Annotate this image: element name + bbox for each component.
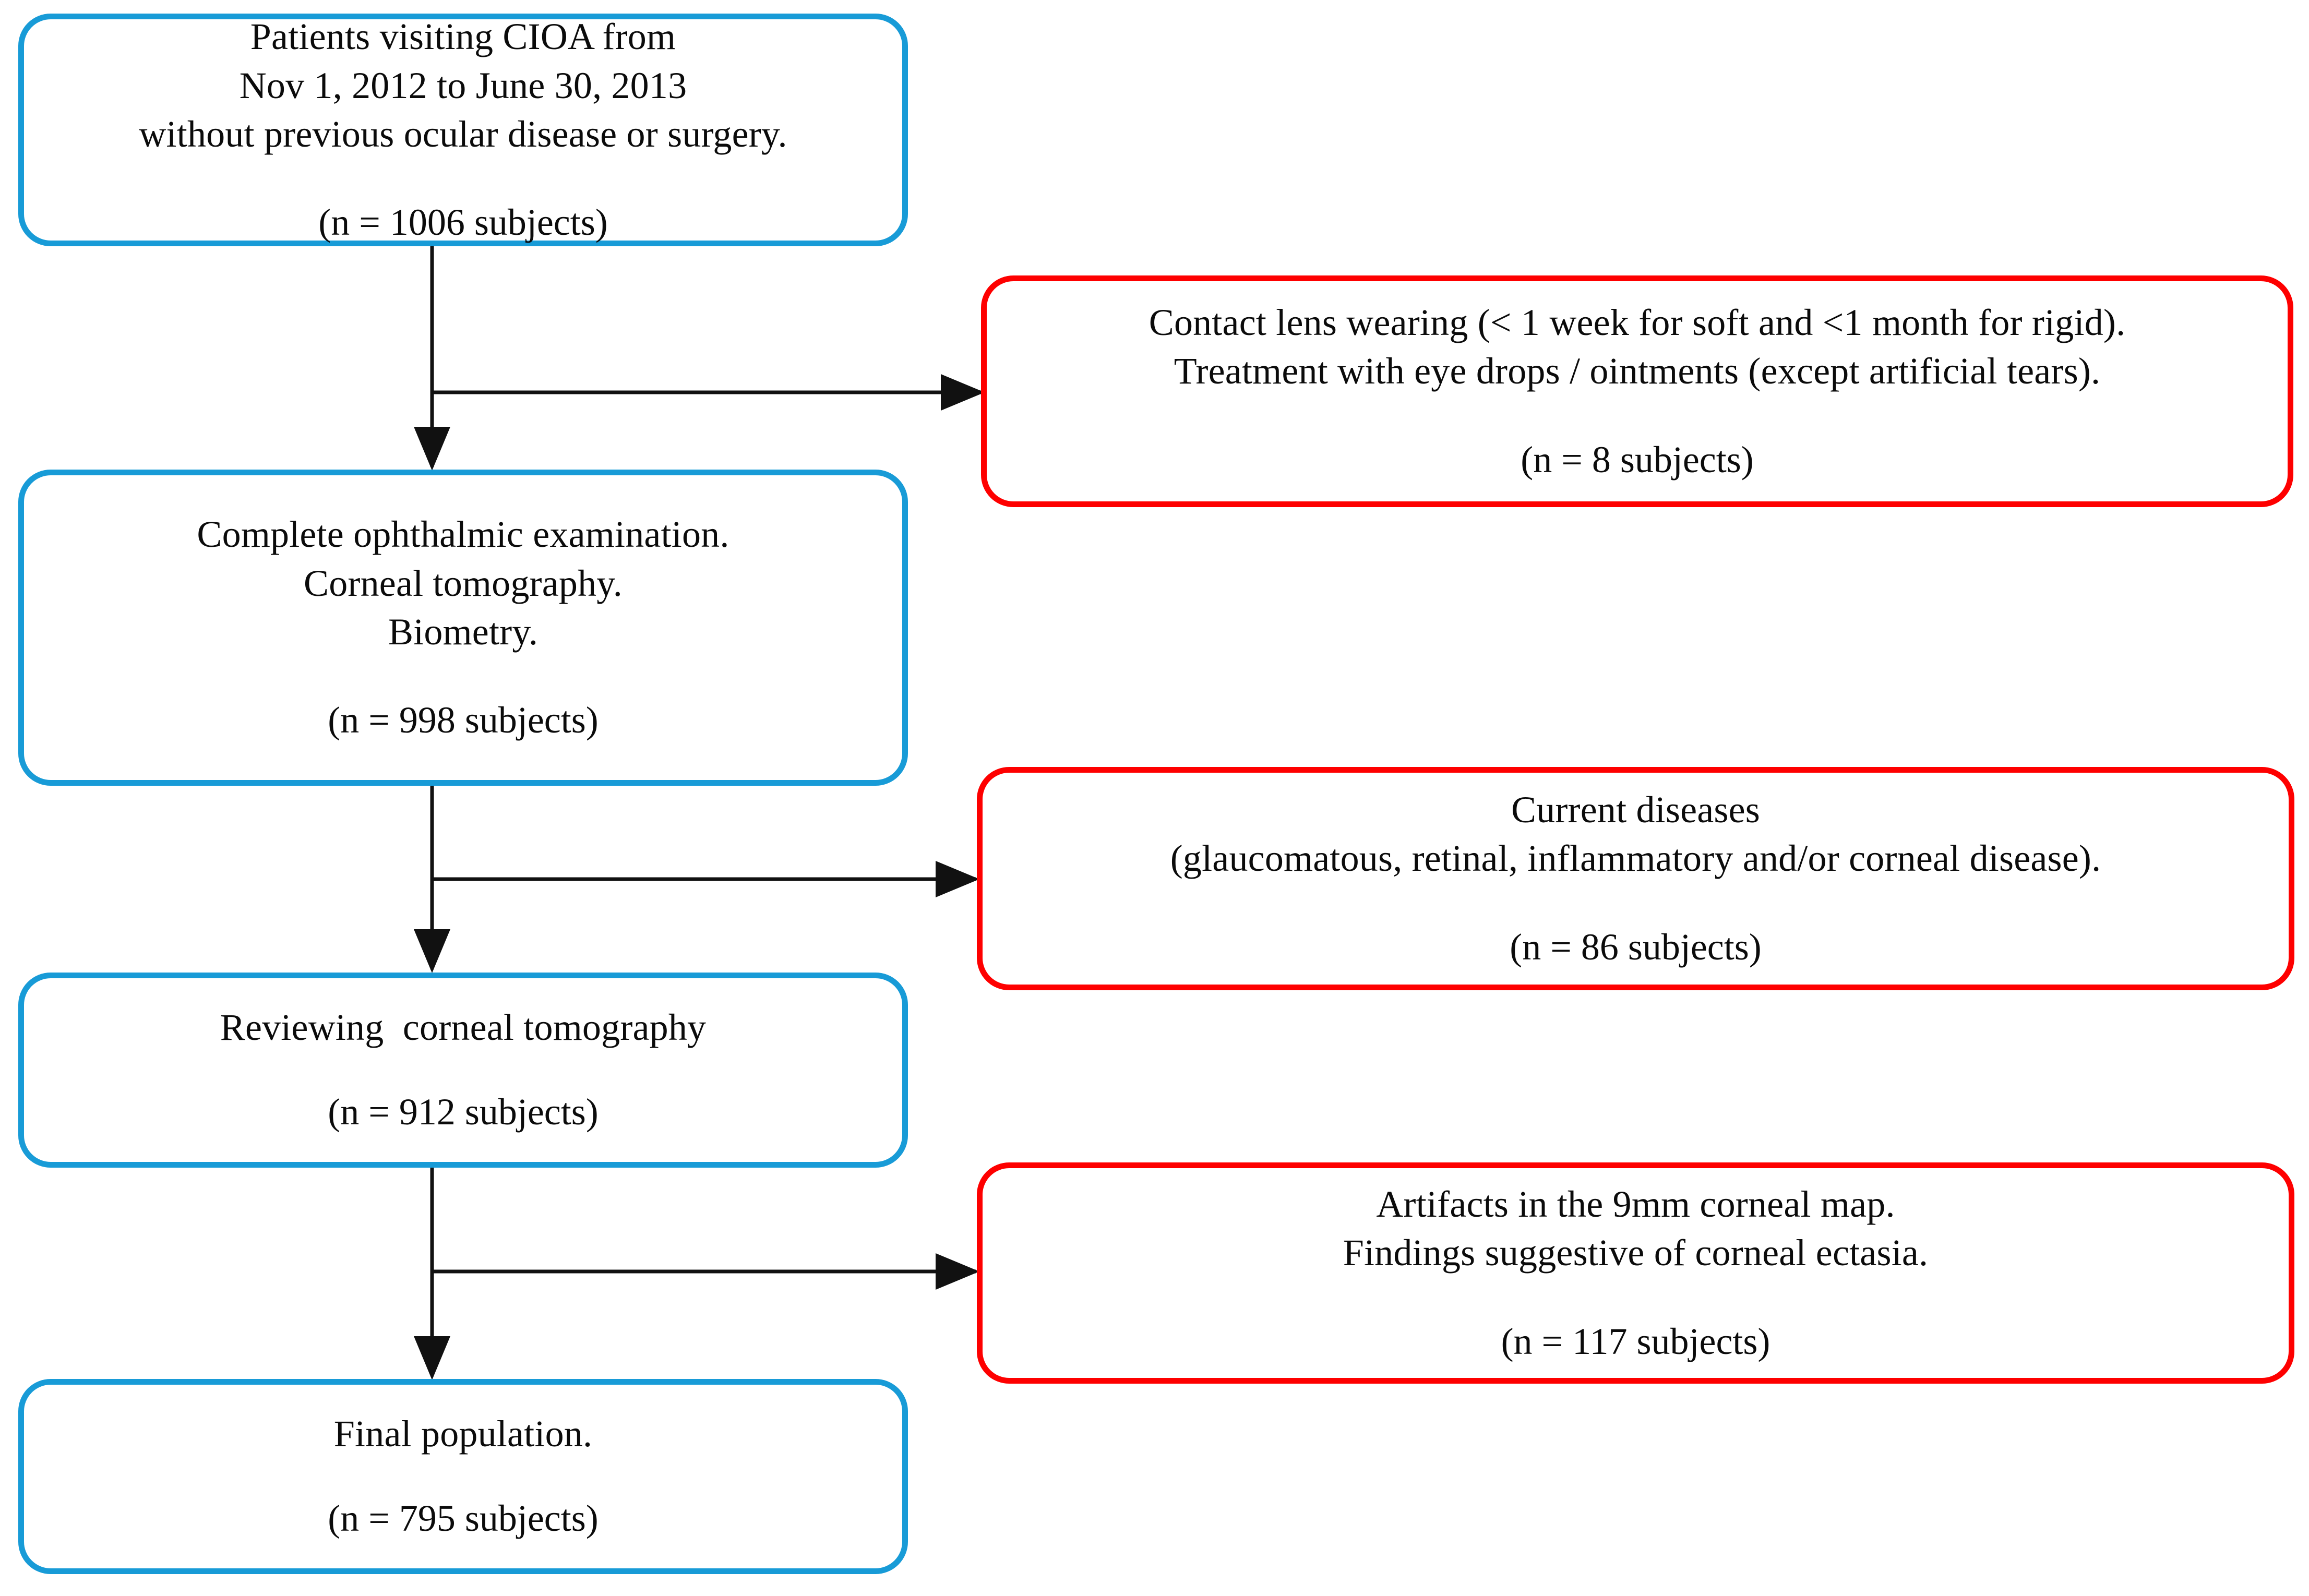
node-exclusion-contact-lens-count: (n = 8 subjects) [1521,438,1754,481]
node-exclusion-artifacts[interactable]: Artifacts in the 9mm corneal map. Findin… [977,1162,2294,1384]
node-final-count: (n = 795 subjects) [328,1497,599,1540]
node-final-line-1: Final population. [333,1413,593,1455]
node-review[interactable]: Reviewing corneal tomography (n = 912 su… [18,973,908,1168]
node-exclusion-current-diseases[interactable]: Current diseases (glaucomatous, retinal,… [977,767,2294,990]
node-review-count: (n = 912 subjects) [328,1091,599,1133]
node-exclusion-contact-lens[interactable]: Contact lens wearing (< 1 week for soft … [981,275,2293,507]
node-enrollment-count: (n = 1006 subjects) [318,201,608,244]
node-enrollment-line-2: Nov 1, 2012 to June 30, 2013 [239,64,687,106]
node-exclusion-current-diseases-line-1: Current diseases [1511,788,1761,831]
node-enrollment[interactable]: Patients visiting CIOA from Nov 1, 2012 … [18,14,908,246]
node-examination-line-1: Complete ophthalmic examination. [197,513,729,556]
node-exclusion-contact-lens-line-2: Treatment with eye drops / ointments (ex… [1174,350,2101,392]
node-examination[interactable]: Complete ophthalmic examination. Corneal… [18,470,908,786]
node-exclusion-artifacts-line-1: Artifacts in the 9mm corneal map. [1376,1183,1895,1225]
node-examination-count: (n = 998 subjects) [328,699,599,741]
node-examination-line-3: Biometry. [388,611,539,653]
node-exclusion-artifacts-count: (n = 117 subjects) [1501,1320,1770,1362]
node-exclusion-current-diseases-line-2: (glaucomatous, retinal, inflammatory and… [1170,837,2101,880]
node-examination-line-2: Corneal tomography. [304,562,623,604]
node-final[interactable]: Final population. (n = 795 subjects) [18,1379,908,1574]
node-enrollment-line-3: without previous ocular disease or surge… [139,113,787,155]
node-exclusion-contact-lens-line-1: Contact lens wearing (< 1 week for soft … [1148,301,2126,343]
node-review-line-1: Reviewing corneal tomography [220,1006,707,1049]
node-exclusion-current-diseases-count: (n = 86 subjects) [1510,926,1762,968]
node-enrollment-line-1: Patients visiting CIOA from [250,16,676,58]
node-exclusion-artifacts-line-2: Findings suggestive of corneal ectasia. [1343,1232,1929,1274]
